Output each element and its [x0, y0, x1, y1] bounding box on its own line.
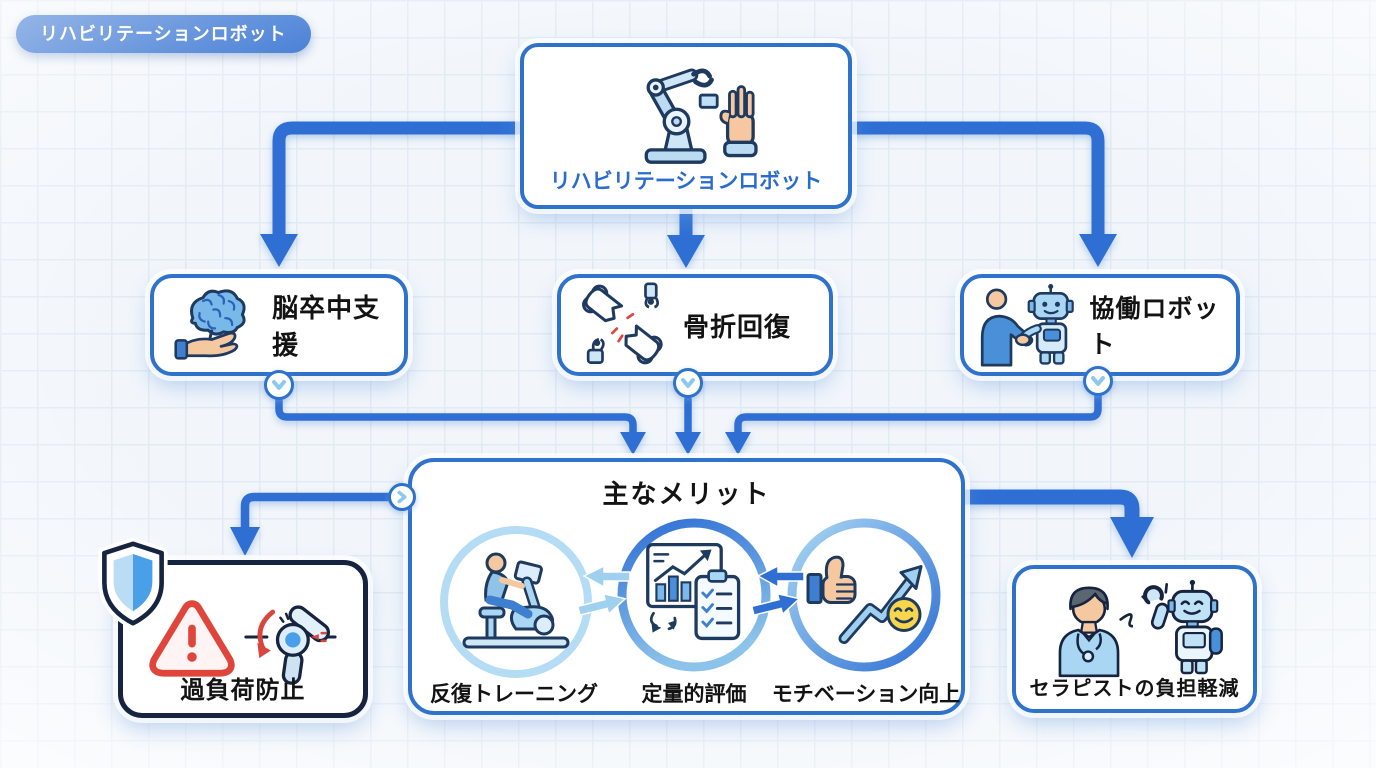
arrowhead-stroke	[260, 234, 298, 267]
merit-item-label: 定量的評価	[641, 683, 747, 706]
chevron-down-icon	[264, 370, 294, 400]
merits-title: 主なメリット	[602, 479, 771, 509]
cycle-arrows-icon	[576, 564, 631, 617]
exercise-bike-icon	[462, 552, 570, 649]
merit-ring-2	[617, 518, 771, 672]
connector-cobot-to-merits	[734, 391, 1102, 440]
branch-label: 脳卒中支援	[272, 293, 381, 360]
node-therapist-relief: セラピストの負担軽減	[1012, 565, 1257, 713]
human-robot-handshake-icon	[980, 283, 1074, 367]
chevron-right-icon	[388, 483, 416, 511]
broken-bone-robot-icon	[582, 282, 663, 365]
arrowhead-merits-left	[620, 432, 646, 455]
chevron-down-icon	[673, 368, 703, 398]
connector-merits-to-therapist	[957, 489, 1140, 528]
merit-item-label: モチベーション向上	[771, 683, 961, 706]
arrowhead-merits-right	[725, 432, 751, 455]
node-root: リハビリテーションロボット	[520, 43, 852, 209]
merit-item-label: 反復トレーニング	[430, 683, 598, 706]
brain-on-hand-icon	[174, 289, 246, 360]
merit-ring-3	[787, 518, 941, 672]
arrowhead-therapist	[1110, 517, 1154, 558]
branch-label: 骨折回復	[683, 311, 792, 342]
robot-arm-and-hand-icon	[644, 68, 758, 164]
chevron-down-icon	[1083, 366, 1113, 396]
branch-label: 協働ロボット	[1089, 295, 1220, 359]
therapist-icon	[1058, 586, 1133, 678]
node-overload-prevention: 過負荷防止	[98, 537, 368, 718]
node-stroke-support: 脳卒中支援	[150, 274, 408, 376]
cycle-arrows-icon	[750, 564, 805, 617]
thumbs-up-growth-smiley-icon	[806, 555, 923, 644]
connector-root-to-cobot	[843, 121, 1105, 243]
arrowhead-fracture	[667, 235, 705, 268]
arrowhead-merits-mid	[675, 432, 701, 455]
node-merits: 主なメリット	[408, 458, 965, 715]
knee-joint-icon	[244, 605, 337, 685]
arrowhead-overload	[230, 527, 260, 556]
shield-icon	[98, 537, 168, 630]
root-label: リハビリテーションロボット	[549, 170, 823, 193]
connector-root-to-stroke	[272, 121, 529, 243]
connector-merits-to-overload	[240, 492, 395, 535]
chart-clipboard-icon	[646, 543, 741, 641]
node-fracture-recovery: 骨折回復	[557, 274, 833, 376]
outcome-label: セラピストの負担軽減	[1029, 678, 1240, 700]
title-badge: リハビリテーションロボット	[16, 15, 311, 53]
node-collaborative-robot: 協働ロボット	[960, 274, 1240, 376]
arrowhead-cobot	[1079, 234, 1117, 267]
connector-stroke-to-merits	[275, 395, 637, 440]
warning-triangle-icon	[149, 600, 235, 677]
merit-ring-1	[440, 526, 592, 678]
waving-robot-icon	[1140, 579, 1223, 675]
outcome-label: 過負荷防止	[180, 677, 306, 704]
